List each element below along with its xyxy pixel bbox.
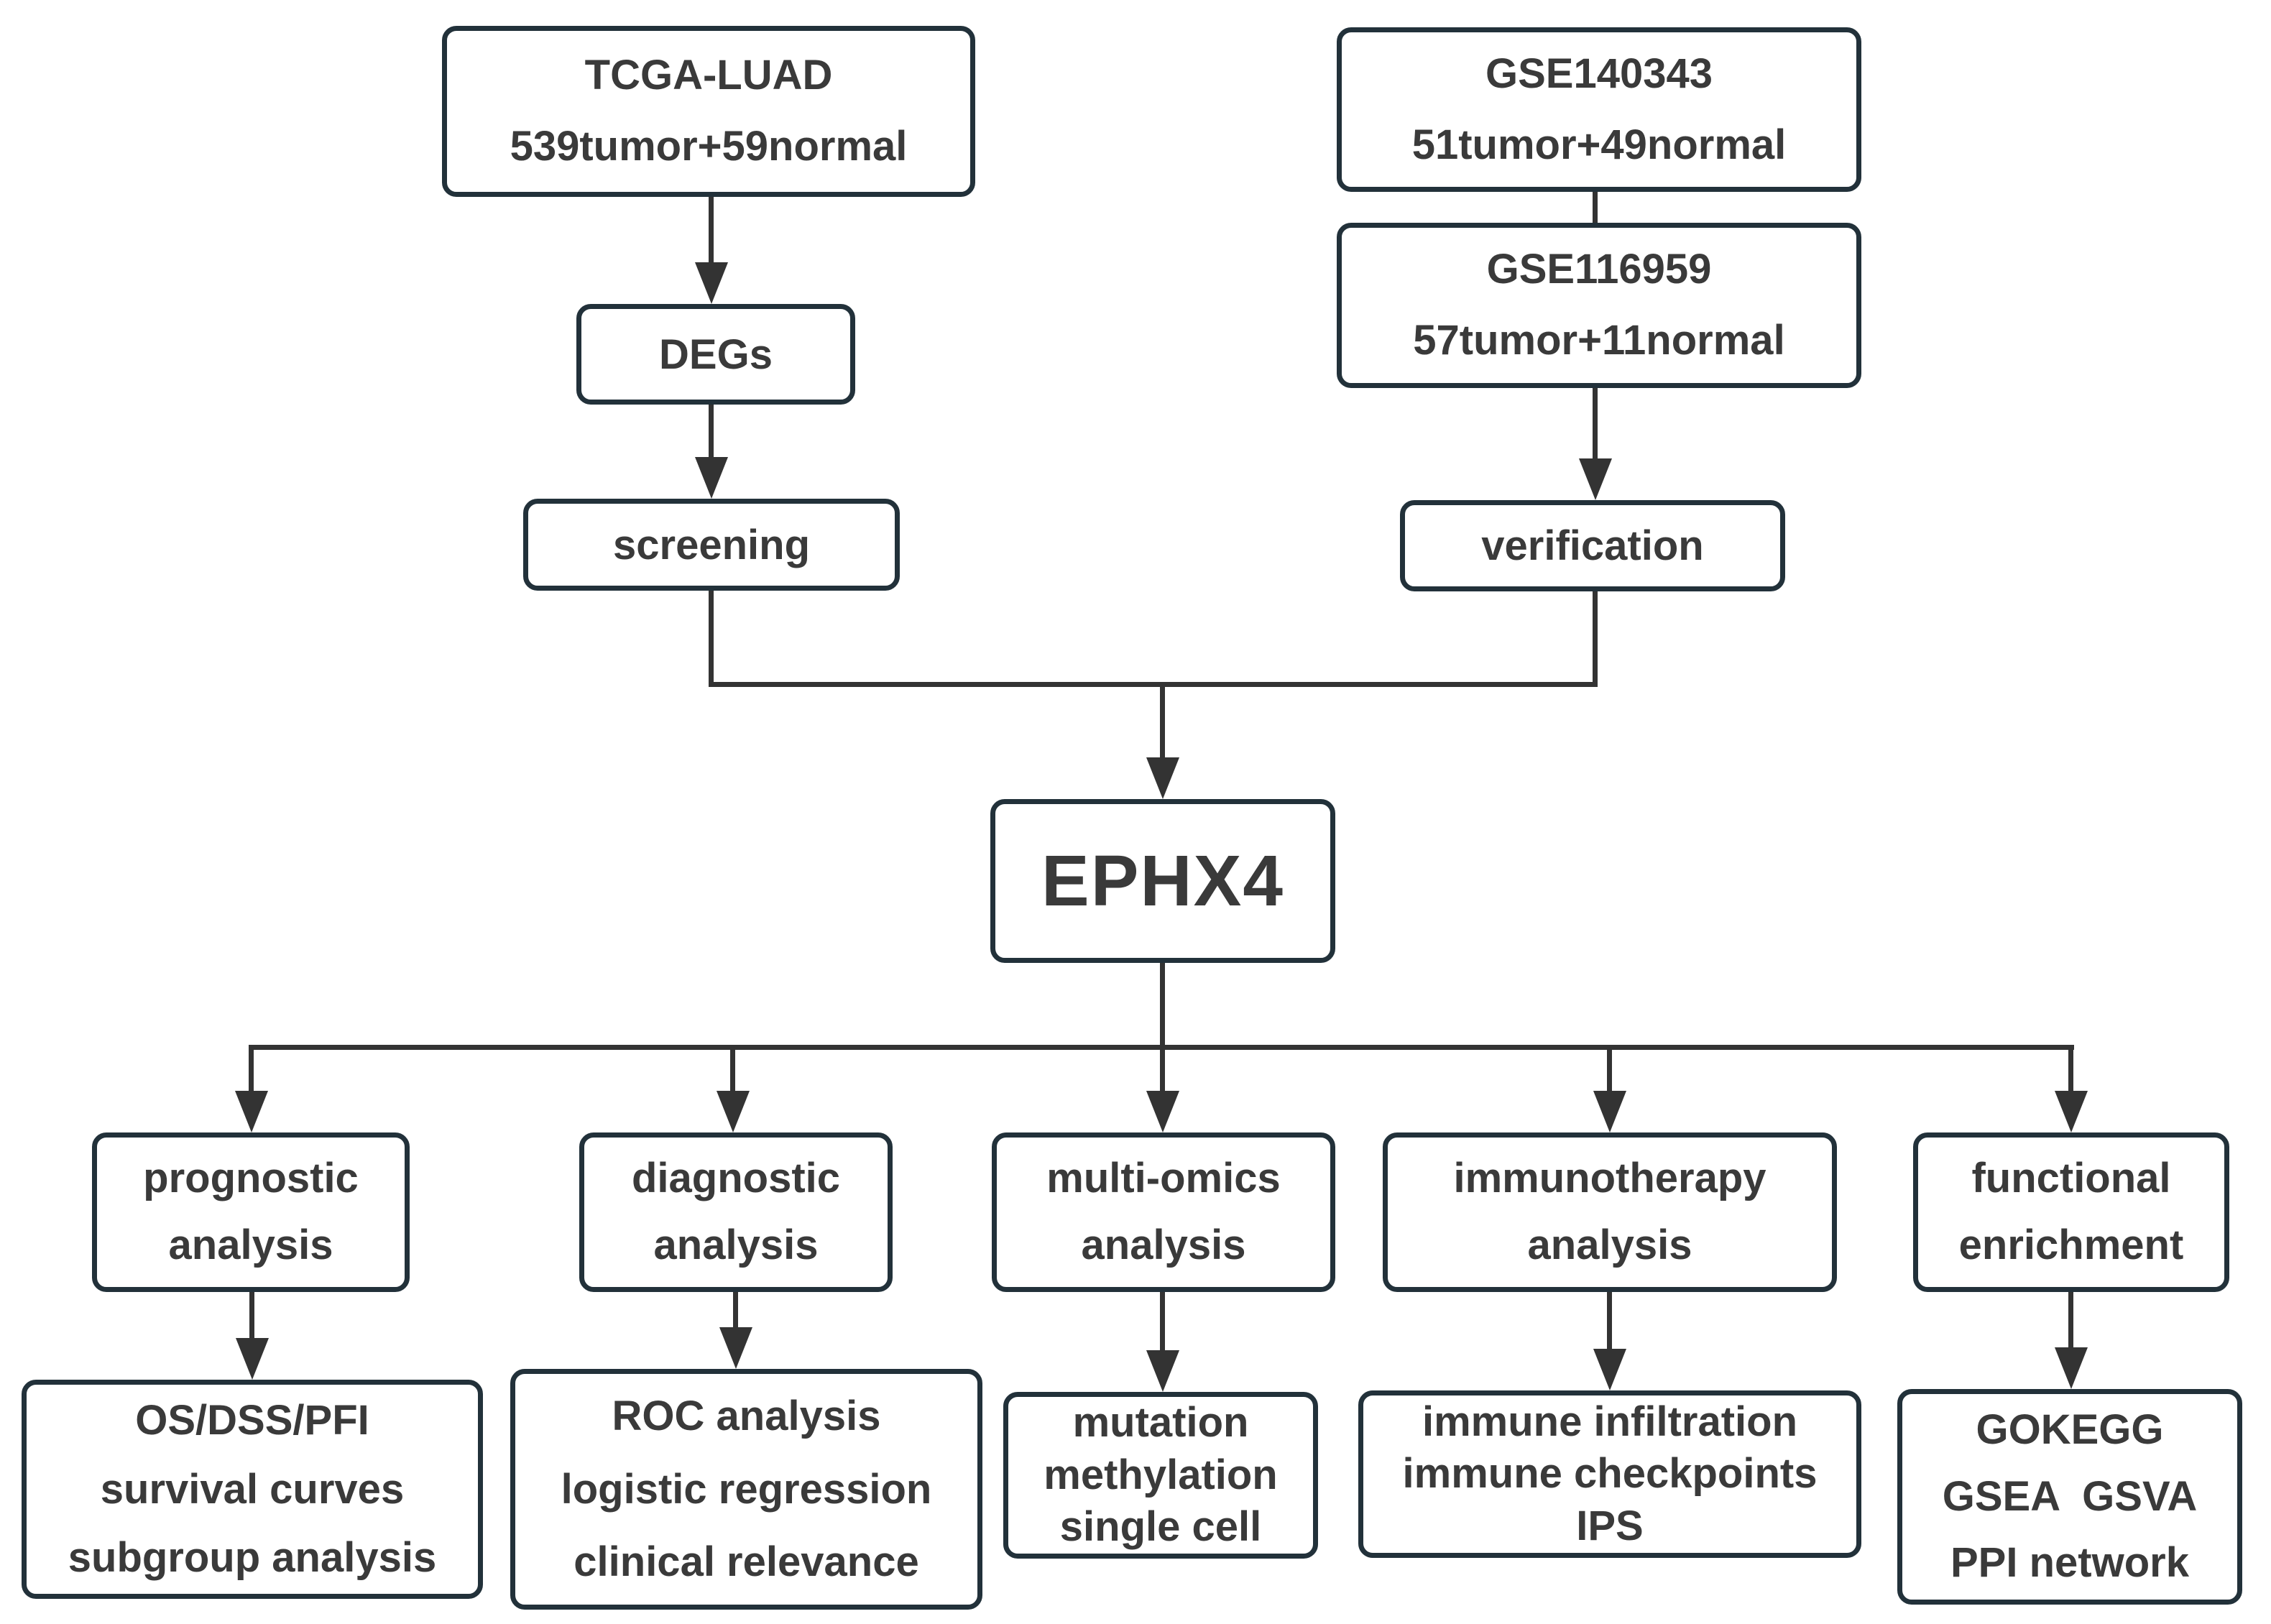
node-label: EPHX4: [1041, 841, 1284, 921]
node-label: diagnostic: [631, 1155, 841, 1202]
node-label: DEGs: [659, 331, 773, 378]
node-label: GSE116959: [1486, 246, 1712, 293]
node-label: OS/DSS/PFI: [135, 1396, 369, 1444]
arrowhead-down-icon: [235, 1091, 268, 1132]
node-label: subgroup analysis: [68, 1534, 437, 1582]
node-label: methylation: [1044, 1451, 1278, 1498]
arrowhead-down-icon: [717, 1091, 750, 1132]
connector-line: [709, 197, 714, 262]
node-prognostic-analysis: prognostic analysis: [92, 1132, 410, 1292]
node-label: multi-omics: [1046, 1155, 1281, 1202]
node-label: logistic regression: [561, 1465, 932, 1513]
connector-line: [1593, 591, 1598, 687]
node-label: screening: [613, 521, 810, 568]
connector-line: [1607, 1292, 1612, 1349]
node-label: 57tumor+11normal: [1413, 317, 1785, 364]
node-label: IPS: [1576, 1502, 1644, 1549]
node-immunotherapy-analysis: immunotherapy analysis: [1383, 1132, 1837, 1292]
connector-line: [730, 1050, 735, 1091]
node-gse116959: GSE116959 57tumor+11normal: [1337, 223, 1861, 388]
node-label: prognostic: [143, 1155, 359, 1202]
node-label: GSE140343: [1485, 50, 1713, 97]
arrowhead-down-icon: [236, 1338, 269, 1380]
connector-line: [1593, 388, 1598, 458]
arrowhead-down-icon: [2055, 1091, 2088, 1132]
connector-line: [1160, 963, 1165, 1091]
connector-line: [1593, 192, 1598, 223]
node-verification: verification: [1400, 500, 1785, 591]
arrowhead-down-icon: [1146, 1091, 1179, 1132]
connector-line: [733, 1292, 738, 1327]
arrowhead-down-icon: [1146, 1350, 1179, 1392]
node-label: TCGA-LUAD: [584, 52, 833, 99]
node-diagnostic-detail: ROC analysis logistic regression clinica…: [510, 1369, 982, 1610]
connector-line: [1160, 687, 1165, 757]
node-label: analysis: [1527, 1222, 1692, 1268]
node-label: clinical relevance: [573, 1538, 919, 1586]
arrowhead-down-icon: [1593, 1349, 1626, 1390]
node-functional-enrichment: functional enrichment: [1913, 1132, 2229, 1292]
node-multi-omics-detail: mutation methylation single cell: [1003, 1392, 1318, 1559]
node-label: survival curves: [100, 1465, 405, 1513]
node-label: analysis: [1081, 1222, 1246, 1268]
node-label: verification: [1481, 522, 1704, 569]
node-label: analysis: [168, 1222, 333, 1268]
node-label: GOKEGG: [1976, 1406, 2164, 1453]
node-screening: screening: [523, 499, 900, 591]
arrowhead-down-icon: [719, 1327, 752, 1369]
node-label: ROC analysis: [612, 1393, 881, 1440]
node-label: mutation: [1072, 1399, 1249, 1447]
arrowhead-down-icon: [1146, 757, 1179, 799]
node-label: 539tumor+59normal: [510, 123, 908, 170]
node-ephx4: EPHX4: [990, 799, 1335, 963]
node-multi-omics-analysis: multi-omics analysis: [992, 1132, 1335, 1292]
connector-line: [709, 405, 714, 457]
node-diagnostic-analysis: diagnostic analysis: [579, 1132, 893, 1292]
node-label: immune checkpoints: [1402, 1450, 1818, 1498]
node-tcga-luad: TCGA-LUAD 539tumor+59normal: [442, 26, 975, 197]
node-label: GSEA GSVA: [1942, 1472, 2198, 1520]
connector-line: [709, 682, 1598, 687]
arrowhead-down-icon: [1579, 458, 1612, 500]
node-label: PPI network: [1950, 1539, 2189, 1587]
connector-line: [1160, 1292, 1165, 1350]
connector-line: [249, 1292, 254, 1338]
node-degs: DEGs: [576, 304, 855, 405]
node-label: immune infiltration: [1422, 1398, 1797, 1445]
connector-line: [249, 1048, 254, 1091]
node-label: 51tumor+49normal: [1411, 121, 1787, 168]
node-label: immunotherapy: [1453, 1155, 1766, 1202]
node-gse140343: GSE140343 51tumor+49normal: [1337, 27, 1861, 192]
node-prognostic-detail: OS/DSS/PFI survival curves subgroup anal…: [22, 1380, 483, 1599]
connector-line: [249, 1045, 2074, 1050]
arrowhead-down-icon: [695, 457, 728, 499]
node-label: analysis: [653, 1222, 819, 1268]
arrowhead-down-icon: [2055, 1347, 2088, 1389]
connector-line: [2068, 1048, 2073, 1091]
connector-line: [709, 591, 714, 687]
node-label: functional: [1971, 1155, 2171, 1202]
connector-line: [2068, 1292, 2073, 1347]
node-label: enrichment: [1958, 1222, 2184, 1268]
arrowhead-down-icon: [1593, 1091, 1626, 1132]
arrowhead-down-icon: [695, 262, 728, 304]
connector-line: [1607, 1050, 1612, 1091]
node-immunotherapy-detail: immune infiltration immune checkpoints I…: [1358, 1390, 1861, 1558]
node-label: single cell: [1059, 1503, 1262, 1551]
node-functional-detail: GOKEGG GSEA GSVA PPI network: [1897, 1389, 2242, 1605]
